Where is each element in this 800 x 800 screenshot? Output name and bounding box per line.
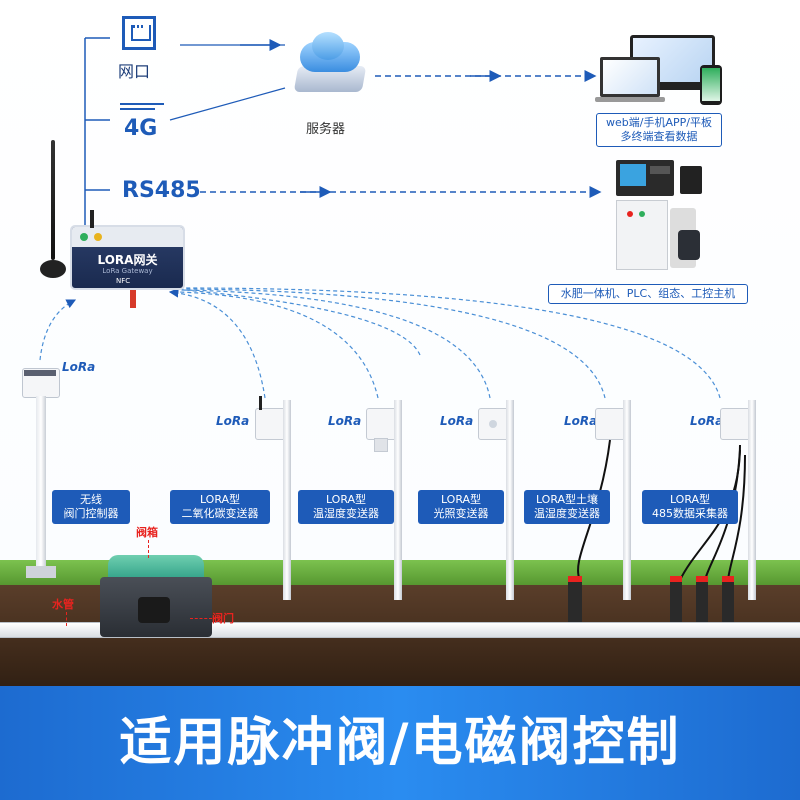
device-label-co2: LORA型 二氧化碳变送器	[170, 490, 270, 524]
phone-icon	[700, 65, 722, 105]
antenna-icon	[40, 140, 66, 290]
lora-badge-5: LoRa	[564, 414, 598, 428]
gateway-connector	[130, 290, 136, 308]
gateway-nfc: NFC	[116, 277, 131, 285]
temp-humidity-sensor-pole	[366, 400, 406, 605]
probe-3	[722, 576, 734, 622]
server-label: 服务器	[306, 122, 346, 137]
gateway-device: LORA网关 LoRa Gateway NFC	[70, 225, 185, 290]
laptop-icon	[600, 57, 660, 97]
valve-controller-pole	[22, 368, 68, 588]
lora-badge-6: LoRa	[690, 414, 724, 428]
server-cloud-icon	[290, 28, 370, 96]
lora-badge-3: LoRa	[328, 414, 362, 428]
soil-sensor-pole	[595, 400, 635, 605]
controller-host-image	[608, 160, 708, 275]
terminals-caption: web端/手机APP/平板 多终端查看数据	[596, 113, 722, 147]
soil-probe	[568, 576, 582, 622]
lora-badge-4: LoRa	[440, 414, 474, 428]
device-label-soil: LORA型土壤 温湿度变送器	[524, 490, 610, 524]
valve-box-graphic	[100, 555, 212, 640]
gateway-subtitle: LoRa Gateway	[102, 267, 153, 275]
water-pipe-label: 水管	[52, 598, 74, 611]
gateway-antenna-stub	[90, 210, 94, 228]
valve-box-pointer	[148, 540, 149, 558]
water-pipe-pointer	[66, 612, 67, 626]
signal-lines-icon	[120, 103, 164, 117]
valve-pointer	[190, 618, 212, 619]
device-label-temp-humidity: LORA型 温湿度变送器	[298, 490, 394, 524]
probe-2	[696, 576, 708, 622]
ethernet-label: 网口	[118, 62, 151, 81]
lora-badge-2: LoRa	[216, 414, 250, 428]
probe-1	[670, 576, 682, 622]
valve-box-label: 阀箱	[136, 526, 158, 539]
device-label-light: LORA型 光照变送器	[418, 490, 504, 524]
terminals-group	[595, 35, 725, 110]
device-label-collector: LORA型 485数据采集器	[642, 490, 738, 524]
light-sensor-pole	[478, 400, 518, 605]
footer-banner	[0, 686, 800, 800]
device-label-valve-controller: 无线 阀门控制器	[52, 490, 130, 524]
ethernet-icon	[122, 16, 156, 50]
lora-badge-1: LoRa	[62, 360, 96, 374]
controller-host-caption: 水肥一体机、PLC、组态、工控主机	[548, 284, 748, 304]
footer-title: 适用脉冲阀/电磁阀控制	[119, 713, 681, 773]
collector-sensor-pole	[720, 400, 760, 605]
gateway-title: LORA网关	[97, 253, 158, 267]
cellular-label: 4G	[124, 116, 158, 141]
valve-label: 阀门	[212, 612, 234, 625]
rs485-label: RS485	[122, 178, 201, 203]
co2-sensor-pole	[255, 396, 295, 605]
